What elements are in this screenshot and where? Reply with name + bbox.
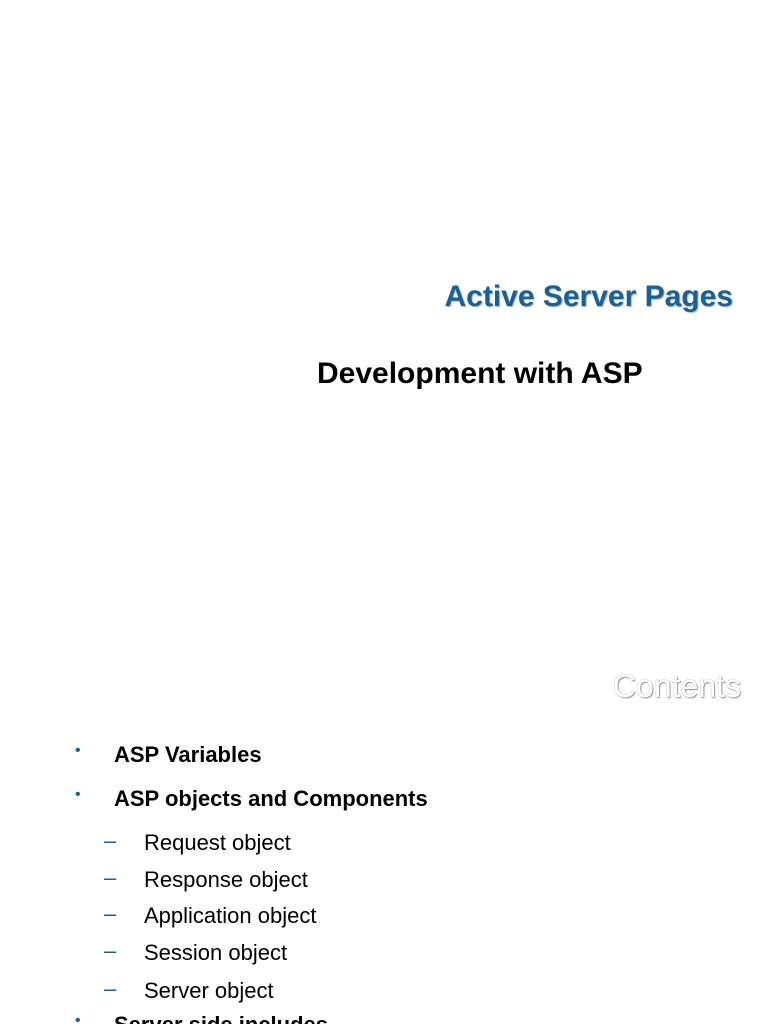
list-item-label: ASP objects and Components	[114, 786, 428, 811]
contents-title: Contents	[612, 668, 741, 704]
list-item: • ASP objects and Components	[0, 786, 768, 816]
dash-icon: –	[104, 938, 117, 963]
sub-list-item-label: Application object	[144, 903, 317, 928]
sub-list-item-label: Session object	[144, 940, 288, 965]
sub-list-item: – Request object	[0, 828, 768, 860]
dash-icon: –	[104, 901, 117, 926]
bullet-icon: •	[75, 1012, 81, 1024]
title-slide: Active Server Pages Development with ASP	[317, 280, 733, 390]
sub-list-item: – Application object	[0, 901, 768, 933]
sub-list-item-label: Response object	[144, 867, 308, 892]
list-item: • ASP Variables	[0, 742, 768, 772]
bullet-icon: •	[75, 742, 81, 759]
dash-icon: –	[104, 828, 117, 853]
slide-subtitle: Development with ASP	[317, 357, 643, 390]
sub-list-item: – Response object	[0, 865, 768, 897]
contents-slide: Contents • ASP Variables • ASP objects a…	[0, 660, 768, 1024]
list-item-label: Server side includes	[114, 1012, 328, 1024]
list-item: • Server side includes	[0, 1012, 768, 1024]
sub-list-item-label: Request object	[144, 830, 291, 855]
sub-list-item: – Server object	[0, 976, 768, 1008]
sub-list-item: – Session object	[0, 938, 768, 970]
list-item-label: ASP Variables	[114, 742, 262, 767]
slide-title: Active Server Pages	[444, 280, 733, 313]
bullet-icon: •	[75, 786, 81, 803]
dash-icon: –	[104, 865, 117, 890]
sub-list-item-label: Server object	[144, 978, 274, 1003]
dash-icon: –	[104, 976, 117, 1001]
